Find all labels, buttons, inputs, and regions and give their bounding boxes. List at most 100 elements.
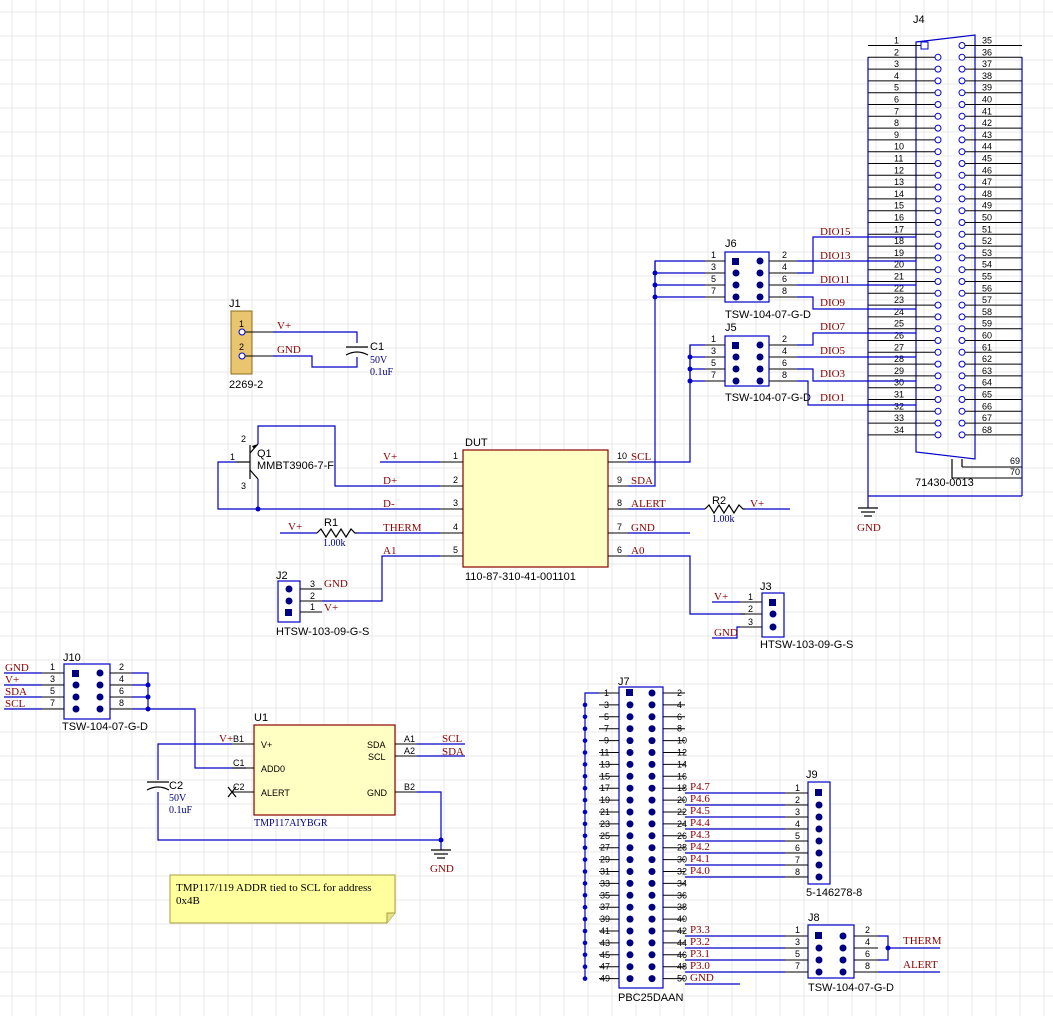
r1-value: 1.00k — [323, 538, 346, 549]
j4-pin-number: 51 — [982, 224, 992, 234]
j4-pin-pad — [959, 78, 965, 84]
u1-ball-a1: A1 — [404, 734, 415, 744]
connector-j6[interactable]: J6 1 3 5 7 2 4 6 8 TSW-104-07-G-D — [705, 238, 811, 321]
j7-pin-dot — [627, 892, 634, 899]
wire-j1-gnd — [273, 356, 357, 367]
j7-net-p3-3: P3.3 — [690, 924, 710, 936]
dut-net-sda: SDA — [631, 475, 653, 487]
j6-pin-5: 5 — [711, 274, 716, 284]
u1-gnd-label: GND — [430, 863, 454, 875]
j8-net-therm: THERM — [903, 935, 942, 947]
j7-pin-number: 39 — [600, 914, 610, 924]
j7-pin-number: 49 — [600, 974, 610, 984]
j2-net-vplus: V+ — [324, 602, 338, 614]
j7-pin-dot — [627, 761, 634, 768]
dut-socket[interactable]: DUT 110-87-310-41-001101 1 2 3 4 5 10 9 … — [440, 437, 628, 583]
transistor-q1[interactable]: 2 1 3 Q1 MMBT3906-7-F — [230, 434, 334, 491]
j7-pin-dot — [627, 701, 634, 708]
j4-pin-number: 42 — [982, 118, 992, 128]
q1-designator: Q1 — [257, 448, 272, 460]
j4-pin-pad — [935, 349, 941, 355]
j4-pin-pad — [959, 231, 965, 237]
j4-pin-number: 45 — [982, 154, 992, 164]
dut-pin-5: 5 — [453, 545, 458, 555]
j4-pin-number: 9 — [894, 130, 899, 140]
j4-pin-number: 56 — [982, 283, 992, 293]
j4-pin-number: 67 — [982, 413, 992, 423]
j4-pin-pad — [935, 54, 941, 60]
connector-j2[interactable]: J2 3 2 1 HTSW-103-09-G-S — [276, 570, 369, 638]
j4-pin-number: 16 — [894, 213, 904, 223]
net-label-dio15: DIO15 — [820, 226, 851, 238]
u1-pin-name-add0: ADD0 — [261, 764, 285, 774]
j4-pin-pad — [935, 161, 941, 167]
j3-part-number: HTSW-103-09-G-S — [760, 639, 853, 651]
u1-pin-name-scl: SCL — [368, 752, 386, 762]
j10-pin-2: 2 — [119, 662, 124, 672]
j4-pin-pad — [935, 208, 941, 214]
j7-pin-dot — [649, 713, 656, 720]
j9-part-number: 5-146278-8 — [806, 887, 862, 899]
j7-pin-dot — [649, 951, 656, 958]
j4-pin-number: 46 — [982, 165, 992, 175]
connector-j4[interactable]: J4 1234567891011121314151617181920212223… — [857, 14, 1022, 534]
j4-pin-number: 59 — [982, 319, 992, 329]
j7-net-p4-1: P4.1 — [690, 853, 710, 865]
connector-j7[interactable]: J7 1357911131517192123252729313335373941… — [583, 676, 687, 1004]
j4-pin-number: 41 — [982, 106, 992, 116]
net-label-dio9: DIO9 — [820, 297, 846, 309]
j7-pin-number: 2 — [677, 688, 682, 698]
dut-pin-8: 8 — [617, 498, 622, 508]
connector-j9[interactable]: J9 1 2 3 4 5 6 7 8 5-146278-8 — [785, 769, 862, 899]
j4-pin-number: 33 — [894, 413, 904, 423]
j4-pin-number: 19 — [894, 248, 904, 258]
j7-pin-number: 31 — [600, 867, 610, 877]
j3-net-gnd: GND — [714, 627, 738, 639]
j8-pin-3: 3 — [795, 937, 800, 947]
j8-designator: J8 — [808, 912, 820, 924]
j7-pin-number: 20 — [677, 795, 687, 805]
connector-j1[interactable]: J1 1 2 2269-2 — [229, 298, 273, 391]
j4-pin-pad — [959, 432, 965, 438]
j5-pin-7: 7 — [711, 370, 716, 380]
connector-j3[interactable]: J3 1 2 3 HTSW-103-09-G-S — [740, 581, 853, 651]
j7-pin-dot — [649, 701, 656, 708]
resistor-r2[interactable]: R2 1.00k V+ — [705, 495, 764, 525]
j4-pin-pad — [935, 184, 941, 190]
q1-pin-2: 2 — [241, 434, 246, 444]
design-note[interactable]: TMP117/119 ADDR tied to SCL for address … — [170, 875, 395, 923]
j7-pin-number: 17 — [600, 783, 610, 793]
j4-pin-number: 32 — [894, 401, 904, 411]
j8-part-number: TSW-104-07-G-D — [808, 982, 894, 994]
j7-pin-number: 18 — [677, 783, 687, 793]
j4-pin-number: 27 — [894, 342, 904, 352]
j4-pin-pad — [935, 172, 941, 178]
j1-pin-2: 2 — [239, 342, 244, 352]
connector-j5[interactable]: J5 1 3 5 7 2 4 6 8 TSW-104-07-G-D — [705, 322, 811, 404]
dut-pin-4: 4 — [453, 522, 458, 532]
j4-pin-number: 15 — [894, 201, 904, 211]
j7-pin-number: 30 — [677, 855, 687, 865]
j7-pin-number: 37 — [600, 902, 610, 912]
j4-pin-number: 54 — [982, 260, 992, 270]
j7-pin-dot — [627, 928, 634, 935]
j7-pin-dot — [649, 820, 656, 827]
j7-pin-number: 15 — [600, 771, 610, 781]
j4-pin-pad — [959, 113, 965, 119]
j4-pin-number: 2 — [894, 47, 899, 57]
sensor-u1[interactable]: U1 V+ ADD0 ALERT SDA SCL GND B1 C1 C2 A1… — [232, 712, 417, 829]
j9-pin-2: 2 — [795, 795, 800, 805]
j7-pin-dot — [649, 690, 656, 697]
j4-pin-pad — [959, 43, 965, 49]
j4-pin-pad — [959, 243, 965, 249]
capacitor-c2[interactable]: C2 50V 0.1uF — [147, 780, 193, 816]
wire-dut-a0 — [628, 556, 745, 614]
j9-body — [808, 782, 830, 884]
j4-pin-pad — [959, 149, 965, 155]
j4-designator: J4 — [913, 14, 925, 26]
j4-pin-pad — [959, 220, 965, 226]
r2-designator: R2 — [712, 495, 726, 507]
j4-pin-number: 6 — [894, 95, 899, 105]
j4-pin-pad — [959, 326, 965, 332]
